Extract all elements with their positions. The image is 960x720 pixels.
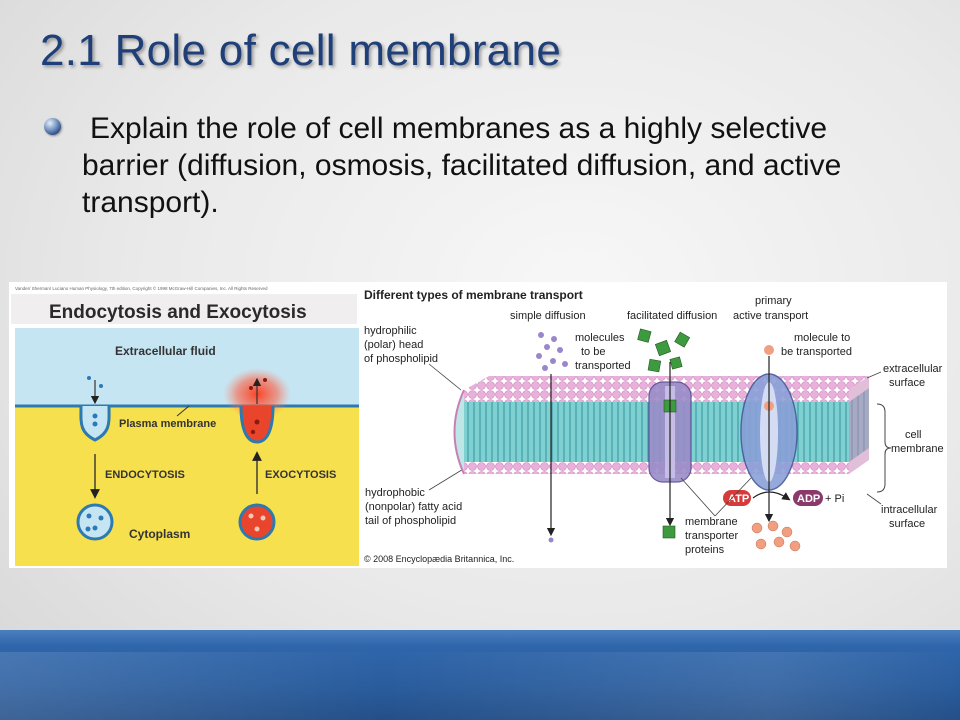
footer-highlight (0, 652, 960, 720)
molecule-to-label-2: be transported (781, 346, 852, 358)
atp-badge (723, 490, 751, 506)
molecules-label-1: molecules (575, 332, 625, 344)
molecules-label-3: transported (575, 360, 631, 372)
transporter-label-2: transporter (685, 530, 739, 542)
atp-label: ATP (728, 493, 749, 505)
bullet-icon (44, 118, 61, 135)
exocytosis-label: EXOCYTOSIS (265, 469, 336, 481)
endo-exo-panel: Vander/ Sherman/ Luciano Human Physiolog… (9, 282, 359, 568)
cell-membrane-label-2: membrane (891, 443, 944, 455)
transporter-label-3: proteins (685, 544, 725, 556)
facilitated-diffusion-label: facilitated diffusion (627, 310, 717, 322)
primary-label: primary (755, 295, 792, 307)
cell-membrane-bracket (876, 403, 892, 493)
intracellular-surface-label-1: intracellular (881, 504, 938, 516)
molecule-to-label-1: molecule to (794, 332, 850, 344)
extracellular-fluid-label: Extracellular fluid (115, 344, 216, 358)
secretory-vesicle (238, 503, 276, 541)
active-molecule (764, 345, 774, 355)
hydrophilic-label-1: hydrophilic (364, 325, 417, 337)
facilitated-molecules (637, 328, 691, 373)
adp-badge (793, 490, 823, 506)
hydrophobic-label-3: tail of phospholipid (365, 515, 456, 527)
figure-svg: Vander/ Sherman/ Luciano Human Physiolog… (9, 282, 944, 568)
britannica-copyright: © 2008 Encyclopædia Britannica, Inc. (364, 554, 514, 564)
simple-diffusion-label: simple diffusion (510, 310, 586, 322)
hydrophilic-label-3: of phospholipid (364, 353, 438, 365)
transported-molecules (751, 520, 801, 552)
molecules-label-2: to be (581, 346, 605, 358)
cell-membrane-label-1: cell (905, 429, 922, 441)
slide-footer-bar (0, 630, 960, 720)
adp-label: ADP (797, 493, 820, 505)
cytoplasm-label: Cytoplasm (129, 527, 190, 541)
pi-label: + Pi (825, 493, 844, 505)
transporter-label-1: membrane (685, 516, 738, 528)
plasma-membrane-label: Plasma membrane (119, 418, 216, 430)
left-credit: Vander/ Sherman/ Luciano Human Physiolog… (15, 285, 268, 291)
active-transport-label: active transport (733, 310, 808, 322)
endocytosis-label: ENDOCYTOSIS (105, 469, 185, 481)
extracellular-surface-label-1: extracellular (883, 363, 943, 375)
slide-title: 2.1 Role of cell membrane (40, 26, 562, 75)
extracellular-surface-label-2: surface (889, 377, 925, 389)
transport-title: Different types of membrane transport (364, 288, 583, 302)
hydrophilic-label-2: (polar) head (364, 339, 423, 351)
endo-exo-title: Endocytosis and Exocytosis (49, 302, 307, 323)
hydrophobic-label-2: (nonpolar) fatty acid (365, 501, 462, 513)
endo-particle (92, 421, 98, 427)
hydrophobic-label-1: hydrophobic (365, 487, 425, 499)
bullet-text: Explain the role of cell membranes as a … (82, 112, 842, 219)
simple-diffusion-molecules (536, 332, 568, 371)
endocytic-vesicle (76, 503, 114, 541)
membrane-transport-panel: Different types of membrane transport si… (364, 288, 944, 564)
membrane-transport-figure: Vander/ Sherman/ Luciano Human Physiolog… (9, 282, 947, 568)
intracellular-surface-label-2: surface (889, 518, 925, 530)
